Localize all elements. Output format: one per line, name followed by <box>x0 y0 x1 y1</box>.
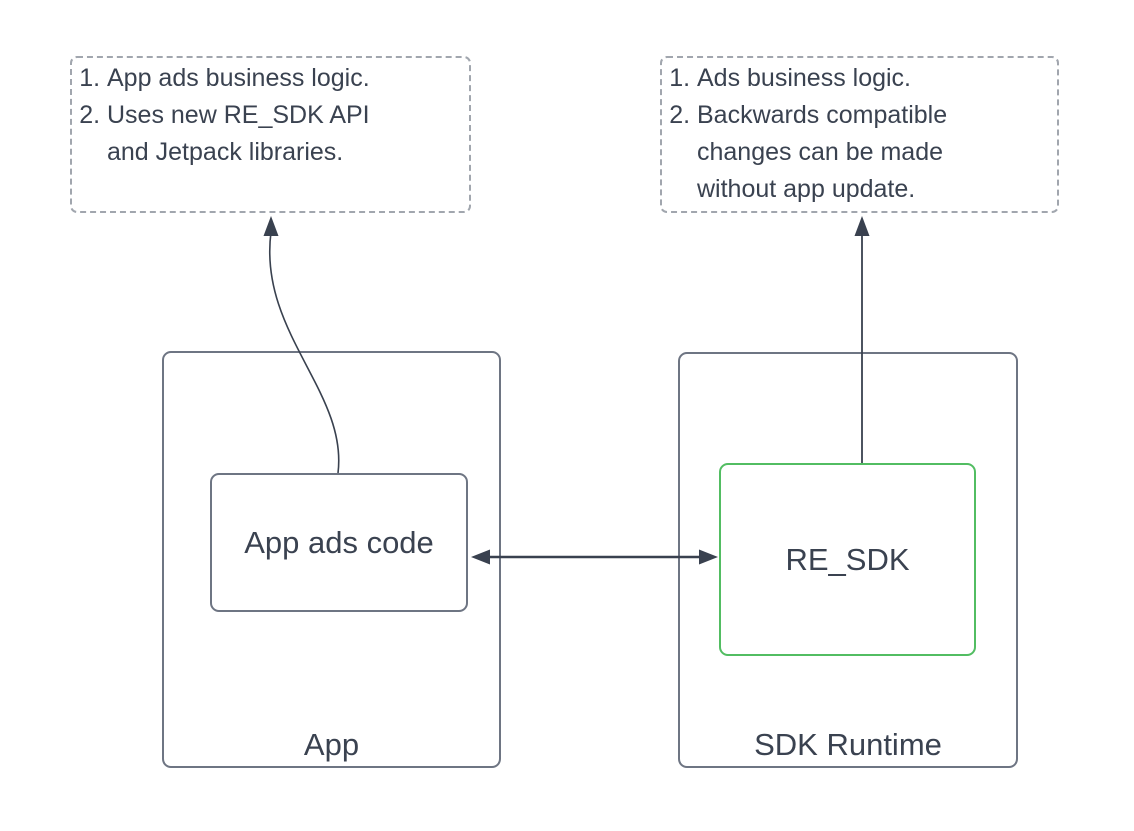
sdk-note-item-2: Backwards compatible changes can be made… <box>697 97 1051 208</box>
app-ads-code-box: App ads code <box>210 473 468 612</box>
sdk-note-box: Ads business logic. Backwards compatible… <box>660 56 1059 213</box>
sdk-note-list: Ads business logic. Backwards compatible… <box>662 60 1051 208</box>
app-note-item-1: App ads business logic. <box>107 60 463 97</box>
app-container-label: App <box>303 727 360 762</box>
app-note-list: App ads business logic. Uses new RE_SDK … <box>72 60 463 171</box>
re-sdk-label: RE_SDK <box>785 541 910 577</box>
sdk-runtime-container-box: SDK Runtime <box>678 352 1018 768</box>
re-sdk-box: RE_SDK <box>719 463 976 656</box>
up-arrowhead-icon <box>854 216 870 236</box>
app-note-item-2: Uses new RE_SDK API and Jetpack librarie… <box>107 97 463 171</box>
sdk-runtime-container-label: SDK Runtime <box>754 727 942 762</box>
sdk-note-item-1: Ads business logic. <box>697 60 1051 97</box>
app-ads-code-label: App ads code <box>244 524 434 560</box>
app-note-box: App ads business logic. Uses new RE_SDK … <box>70 56 471 213</box>
up-arrowhead-icon <box>263 216 279 236</box>
